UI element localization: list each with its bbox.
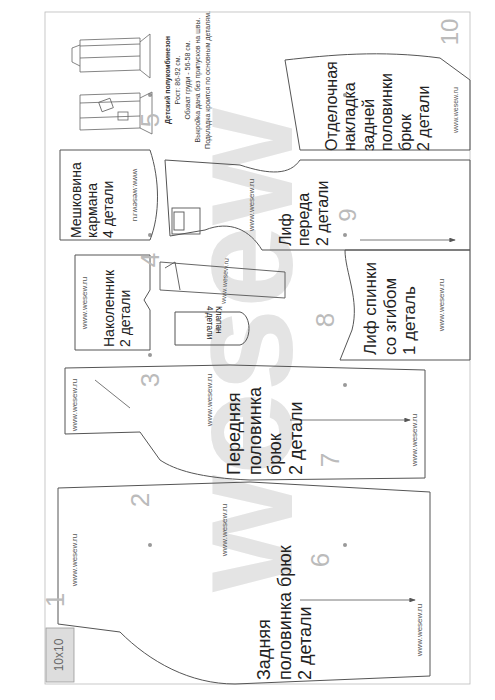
piece-label: Отделочная накладка задней половинки брю… [323, 59, 433, 151]
piece-outline [56, 478, 434, 686]
pattern-piece: Отделочная накладка задней половинки брю… [282, 48, 472, 154]
sheet-number: 5 [136, 113, 165, 127]
piece-outline-path [285, 54, 470, 150]
sheet-label: Детский полукомбинезон [164, 36, 172, 124]
piece-outline [172, 308, 256, 348]
piece-label: Клапан4 детали [205, 306, 224, 350]
piece-name: Клапан [214, 306, 223, 350]
sheet-number: 8 [311, 313, 340, 327]
piece-label: Наколенник2 детали [101, 257, 133, 347]
piece-name: Задняя половинка брюк [254, 540, 295, 680]
pattern-piece: Клапан4 детали [172, 308, 256, 348]
sheet-number: 6 [306, 553, 335, 567]
sheet-label: www.wesew.ru [452, 87, 460, 133]
sheet-label: www.wesew.ru [81, 277, 90, 329]
piece-count: 2 детали [415, 59, 433, 151]
sheet-label: www.wesew.ru [221, 504, 230, 556]
pattern-piece: Лиф переда2 детали [162, 155, 472, 253]
piece-name: Передняя половинка брюк [224, 375, 286, 475]
sheet-label: www.wesew.ru [206, 374, 215, 426]
piece-label: Передняя половинка брюк2 детали [224, 375, 307, 475]
piece-count: 2 детали [314, 164, 332, 246]
sheet-label: Обхват груди - 56-58 см. [184, 40, 192, 119]
piece-outline-path [75, 255, 150, 350]
sheet-label: www.wesew.ru [248, 179, 257, 231]
sheet-number: 2 [126, 493, 155, 507]
pattern-piece: Мешковина кармана4 детали [56, 146, 162, 244]
sheet-label: www.wesew.ru [71, 534, 80, 586]
sheet-number: 3 [136, 373, 165, 387]
piece-outline-path [65, 365, 425, 480]
piece-count: 4 детали [100, 152, 116, 238]
piece-name: Отделочная накладка задней половинки брю… [323, 59, 415, 151]
piece-outline-path [165, 160, 470, 250]
piece-name: Лиф переда [277, 164, 314, 246]
sheet-label: www.wesew.ru [71, 379, 80, 431]
sheet-number: 4 [136, 253, 165, 267]
piece-outline [282, 48, 472, 154]
piece-name: Лиф спинки со згибом [361, 255, 400, 355]
piece-name: Мешковина кармана [68, 152, 100, 238]
sheet-number: 1 [41, 593, 70, 607]
sheet-label: www.wesew.ru [131, 169, 140, 221]
piece-label: Лиф спинки со згибом1 деталь [361, 255, 420, 355]
pattern-piece: Задняя половинка брюк2 детали [56, 478, 434, 686]
piece-label: Мешковина кармана4 детали [68, 152, 116, 238]
piece-count: 2 детали [117, 257, 133, 347]
pattern-piece: Лиф спинки со згибом1 деталь [336, 246, 472, 364]
piece-count: 2 детали [286, 375, 307, 475]
piece-outline-path [340, 250, 470, 360]
sheet-number: 9 [335, 208, 361, 221]
piece-outline-path [60, 150, 158, 240]
sheet-label: Рост: 86-92 см. [174, 56, 182, 105]
sheet-label: Выкройка дана без припусков на швы. [194, 17, 202, 142]
piece-label: Лиф переда2 детали [277, 164, 332, 246]
sheet-label: www.wesew.ru [411, 414, 420, 466]
sheet-label: Подкладка кроится по основным деталям. [204, 11, 212, 149]
sheet-number: 7 [316, 453, 345, 467]
sheet-label: 10x10 [53, 639, 66, 672]
sheet-label: www.wesew.ru [416, 604, 425, 656]
sheet-number: 10 [437, 19, 463, 46]
piece-count: 1 деталь [400, 255, 420, 355]
pattern-piece: Передняя половинка брюк2 детали [62, 362, 428, 482]
piece-outline-path [58, 482, 430, 684]
sheet-label: www.wesew.ru [438, 279, 447, 331]
watermark: wesew [158, 108, 323, 592]
piece-name: Наколенник [101, 257, 117, 347]
scale-box [46, 628, 74, 682]
piece-count: 4 детали [205, 306, 214, 350]
sheet-border [45, 12, 470, 684]
